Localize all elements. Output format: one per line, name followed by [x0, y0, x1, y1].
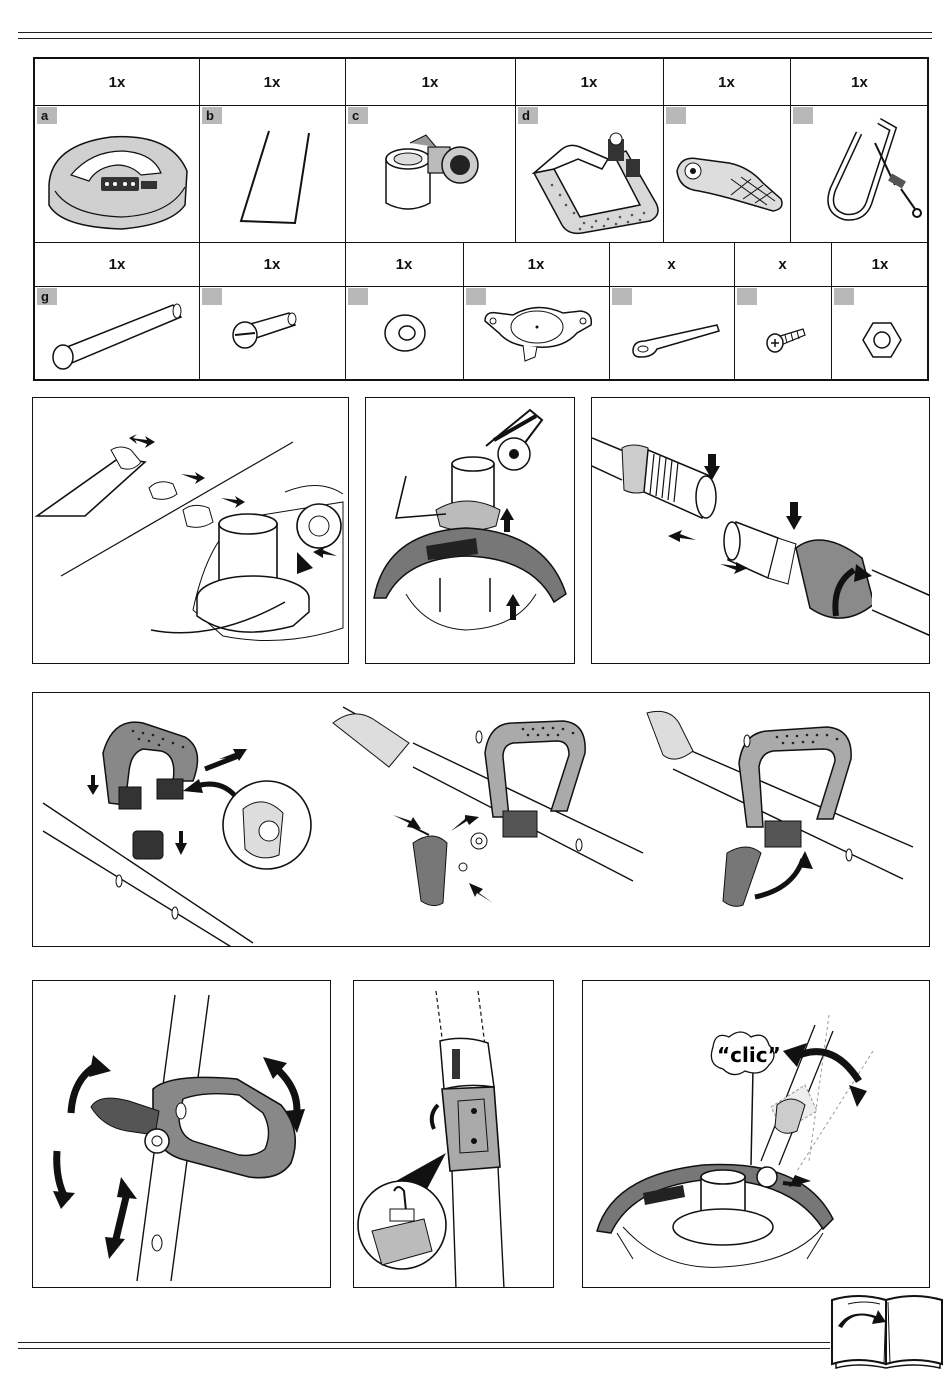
qty-screw: x — [734, 242, 831, 286]
tag-k — [612, 288, 632, 305]
tag-a: a — [37, 107, 57, 124]
tag-d: d — [518, 107, 538, 124]
clamp-illustration — [380, 129, 490, 217]
tag-c: c — [348, 107, 368, 124]
tag-m — [834, 288, 854, 305]
qty-plate: 1x — [463, 242, 609, 286]
lever-illustration — [669, 149, 787, 219]
tag-f — [793, 107, 813, 124]
clic-label: “clic” — [717, 1043, 781, 1067]
plate-illustration — [477, 299, 599, 369]
qty-wire-guide: 1x — [199, 59, 345, 105]
wire-guide-illustration — [235, 125, 325, 235]
guard-angle-adjustment-panel: “clic” — [582, 980, 930, 1288]
top-rule — [18, 32, 932, 39]
nut-illustration — [861, 319, 903, 361]
key-illustration — [627, 321, 727, 361]
parts-table: 1x 1x 1x 1x 1x 1x a b c d — [33, 57, 929, 381]
qty-guard: 1x — [35, 59, 199, 105]
qty-strap: 1x — [790, 59, 929, 105]
qty-shaft-pin: 1x — [35, 242, 199, 286]
guard-illustration — [41, 125, 193, 237]
guard-fitting-panel — [365, 397, 575, 664]
shaft-pin-illustration — [45, 295, 195, 375]
bottom-rule — [18, 1342, 830, 1349]
handle-illustration — [522, 129, 662, 241]
strap-illustration — [815, 115, 927, 237]
book-page-turn-icon — [828, 1288, 946, 1370]
qty-bolt: 1x — [199, 242, 345, 286]
qty-washer: 1x — [345, 242, 463, 286]
tag-i — [348, 288, 368, 305]
qty-handle: 1x — [515, 59, 663, 105]
wire-guide-fitting-panel — [32, 397, 349, 664]
screw-illustration — [761, 319, 811, 359]
strap-attachment-panel — [353, 980, 554, 1288]
handle-assembly-panel — [32, 692, 930, 947]
handle-adjustment-panel — [32, 980, 331, 1288]
tag-e — [666, 107, 686, 124]
qty-nut: 1x — [831, 242, 929, 286]
bolt-illustration — [227, 307, 307, 357]
qty-clamp: 1x — [345, 59, 515, 105]
qty-lever: 1x — [663, 59, 790, 105]
tag-l — [737, 288, 757, 305]
washer-illustration — [380, 311, 430, 355]
shaft-joining-panel — [591, 397, 930, 664]
tag-b: b — [202, 107, 222, 124]
qty-key: x — [609, 242, 734, 286]
tag-h — [202, 288, 222, 305]
